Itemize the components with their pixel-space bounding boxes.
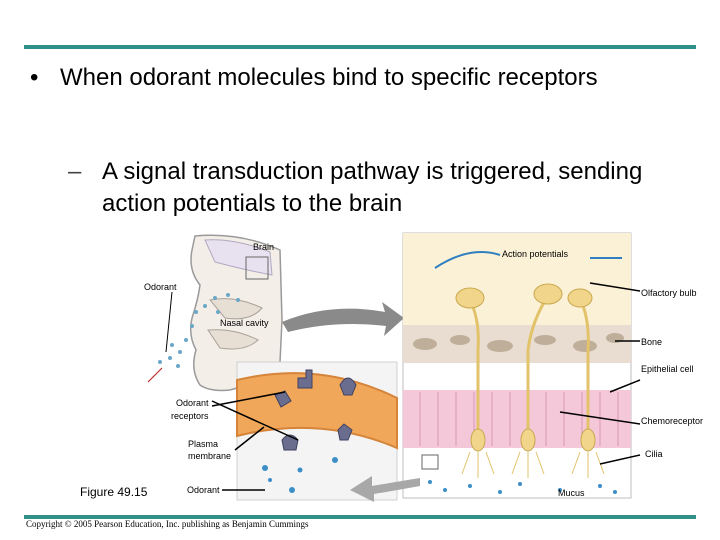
- signal-arrow-left: [434, 251, 501, 269]
- receptor-detail-panel: [236, 361, 398, 501]
- olfactory-tissue-panel: [402, 232, 632, 499]
- label-brain: Brain: [253, 242, 275, 252]
- bottom-rule: [24, 515, 696, 519]
- leader-lines: [211, 282, 641, 491]
- copyright-notice: Copyright © 2005 Pearson Education, Inc.…: [26, 519, 309, 529]
- label-chemoreceptor: Chemoreceptor: [641, 416, 704, 426]
- olfaction-figure: Brain Action potentials Odorant Olfactor…: [0, 228, 720, 513]
- label-odorant-receptors-2: receptors: [171, 411, 209, 421]
- sub-bullet-text: A signal transduction pathway is trigger…: [102, 158, 643, 217]
- top-rule: [24, 45, 696, 49]
- zoom-arrow-top: [282, 302, 404, 336]
- label-odorant-top: Odorant: [144, 282, 177, 292]
- label-bone: Bone: [641, 337, 663, 347]
- label-mucus: Mucus: [558, 488, 585, 498]
- zoom-arrow-bottom: [350, 476, 420, 502]
- odorant-leader-top: [165, 291, 173, 353]
- label-plasma-membrane-1: Plasma: [188, 439, 219, 449]
- olfaction-illustration: [147, 232, 641, 502]
- bullet-mark: •: [30, 64, 39, 91]
- label-olfactory-bulb: Olfactory bulb: [641, 288, 697, 298]
- label-odorant-bottom: Odorant: [187, 485, 220, 495]
- nostril-arrow: [147, 367, 163, 383]
- figure-caption: Figure 49.15: [80, 485, 148, 499]
- label-action-potentials: Action potentials: [502, 249, 569, 259]
- head-cross-section: [189, 234, 283, 392]
- odorant-dots-nose: [158, 293, 240, 368]
- label-plasma-membrane-2: membrane: [188, 451, 232, 461]
- sub-bullet-mark: –: [68, 158, 82, 185]
- bullet-text-1: When odorant molecules bind to specific …: [60, 64, 598, 91]
- label-epithelial-cell: Epithelial cell: [641, 364, 694, 374]
- label-odorant-receptors-1: Odorant: [176, 398, 209, 408]
- label-nasal-cavity: Nasal cavity: [220, 318, 269, 328]
- label-cilia: Cilia: [645, 449, 663, 459]
